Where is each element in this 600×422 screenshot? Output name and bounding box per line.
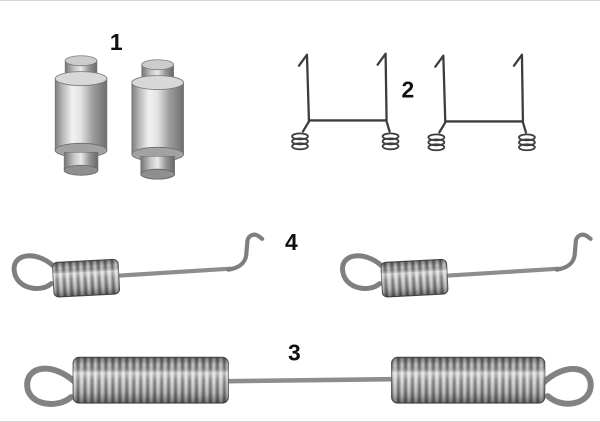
pin-roller-right <box>131 59 184 180</box>
long-spring-left-hook <box>24 365 80 407</box>
callout-4: 4 <box>285 229 298 255</box>
hold-down-clip-right <box>427 53 537 152</box>
long-spring-left-coil <box>72 356 229 404</box>
hold-down-clip-left <box>290 52 400 151</box>
return-spring-left <box>14 235 262 298</box>
long-spring-middle-wire <box>226 376 394 384</box>
callout-1: 1 <box>110 29 123 55</box>
long-return-spring <box>24 356 594 407</box>
pin-roller-left <box>54 55 108 176</box>
long-spring-right-coil <box>391 356 546 404</box>
callout-3: 3 <box>288 339 301 365</box>
callout-2: 2 <box>402 77 415 103</box>
long-spring-right-hook <box>539 365 594 407</box>
return-spring-right <box>343 235 591 298</box>
